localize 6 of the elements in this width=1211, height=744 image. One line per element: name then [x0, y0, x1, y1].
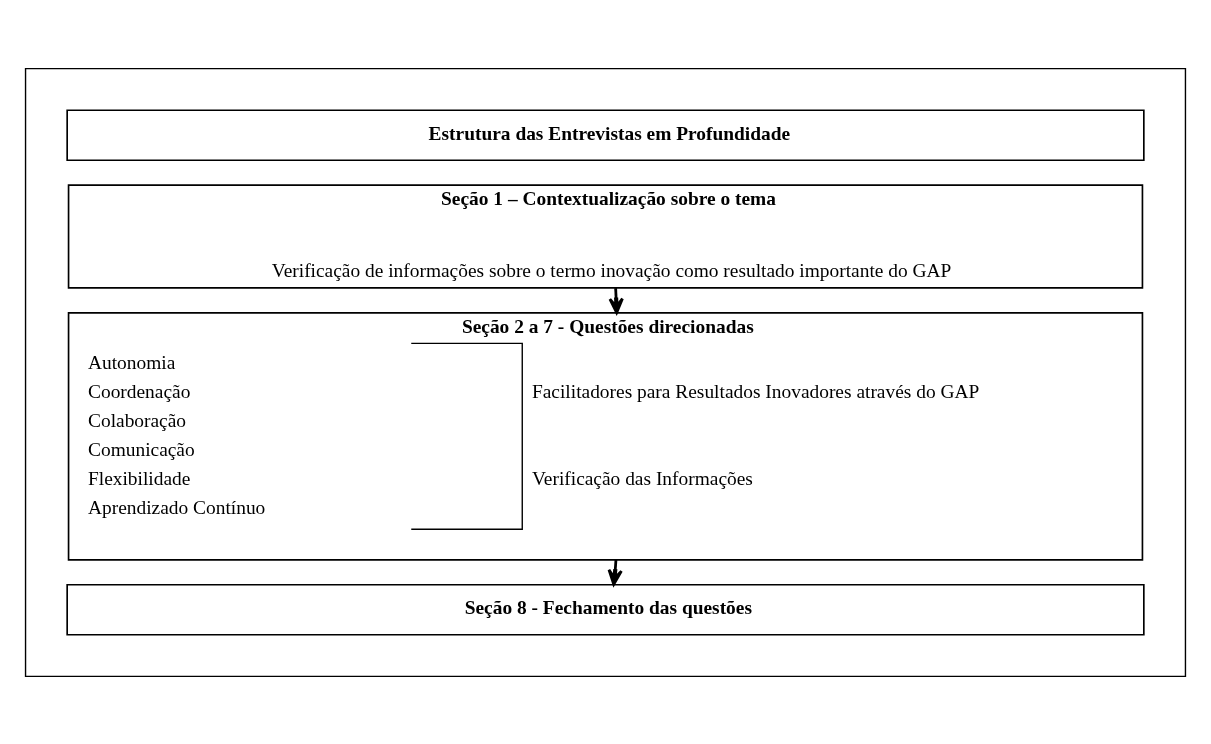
- node-box: Seção 2 a 7 - Questões direcionadas Autonomia Coordenação Colaboração Comunicação Flexibilidade Aprendizado Contínuo Facilitadores para Resultados Inovadores através do GAP Verificação das Informações: [67, 311, 1144, 561]
- node-box: Seção 8 - Fechamento das questões: [66, 583, 1145, 636]
- cluster: [24, 67, 1187, 677]
- node-box: Seção 1 – Contextualização sobre o tema Verificação de informações sobre o termo inovação como resultado importante do GAP: [67, 183, 1144, 289]
- node-box: Estrutura das Entrevistas em Profundidade: [66, 108, 1145, 161]
- arrow: [607, 559, 623, 586]
